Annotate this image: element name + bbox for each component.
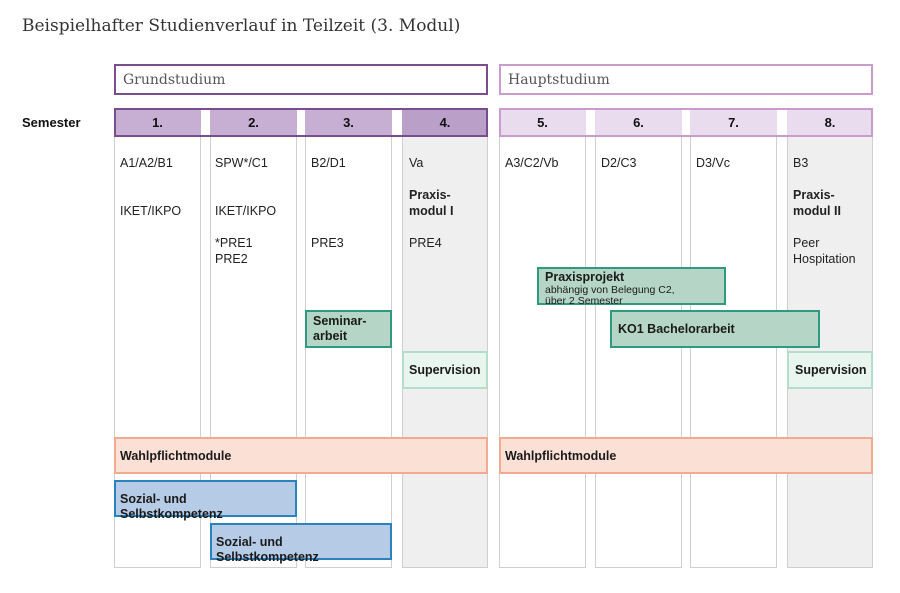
s6-modules: D2/C3 <box>601 156 637 170</box>
semester-header-7: 7. <box>690 108 777 137</box>
supervision-box-2: Supervision <box>787 351 873 389</box>
grund-header-border <box>114 108 488 137</box>
semester-label: Semester <box>22 115 81 130</box>
semester-header-8: 8. <box>787 108 873 137</box>
s8-praxismodul: Praxis- modul II <box>793 188 841 218</box>
praxisprojekt-title: Praxisprojekt <box>545 270 625 284</box>
phase-grundstudium: Grundstudium <box>114 64 488 95</box>
semester-header-1: 1. <box>114 108 201 137</box>
supervision-box-1: Supervision <box>402 351 488 389</box>
haupt-header-border <box>499 108 873 137</box>
s4-pre: PRE4 <box>409 236 442 250</box>
s2-iket: IKET/IKPO <box>215 204 277 218</box>
wahlpflichtmodule-grund: Wahlpflichtmodule <box>114 437 488 474</box>
s8-peer-hospitation: Peer Hospitation <box>793 236 856 266</box>
semester-header-4: 4. <box>402 108 488 137</box>
semester-header-3: 3. <box>305 108 392 137</box>
s2-pre: *PRE1 PRE2 <box>215 236 253 266</box>
semester-header-2: 2. <box>210 108 297 137</box>
bachelorarbeit-box: KO1 Bachelorarbeit <box>610 310 820 348</box>
s4-praxismodul: Praxis- modul I <box>409 188 454 218</box>
semester-header-5: 5. <box>499 108 586 137</box>
sozial-selbstkompetenz-1: Sozial- und Selbstkompetenz <box>114 480 297 521</box>
s5-modules: A3/C2/Vb <box>505 156 559 170</box>
semester-column-5 <box>499 108 586 568</box>
s3-pre: PRE3 <box>311 236 344 250</box>
wahlpflichtmodule-haupt: Wahlpflichtmodule <box>499 437 873 474</box>
semester-column-4 <box>402 108 488 568</box>
diagram-title: Beispielhafter Studienverlauf in Teilzei… <box>22 16 461 36</box>
s8-modules: B3 <box>793 156 809 170</box>
semester-header-6: 6. <box>595 108 682 137</box>
praxisprojekt-box: Praxisprojekt abhängig von Belegung C2, … <box>537 267 726 307</box>
s4-modules: Va <box>409 156 424 170</box>
s1-iket: IKET/IKPO <box>120 204 182 218</box>
praxisprojekt-note: abhängig von Belegung C2, über 2 Semeste… <box>545 284 675 307</box>
s7-modules: D3/Vc <box>696 156 731 170</box>
s1-modules: A1/A2/B1 <box>120 156 173 170</box>
sozial-selbstkompetenz-2: Sozial- und Selbstkompetenz <box>210 523 392 564</box>
s3-modules: B2/D1 <box>311 156 346 170</box>
phase-hauptstudium: Hauptstudium <box>499 64 873 95</box>
s2-modules: SPW*/C1 <box>215 156 268 170</box>
seminararbeit-box: Seminar- arbeit <box>305 310 392 348</box>
